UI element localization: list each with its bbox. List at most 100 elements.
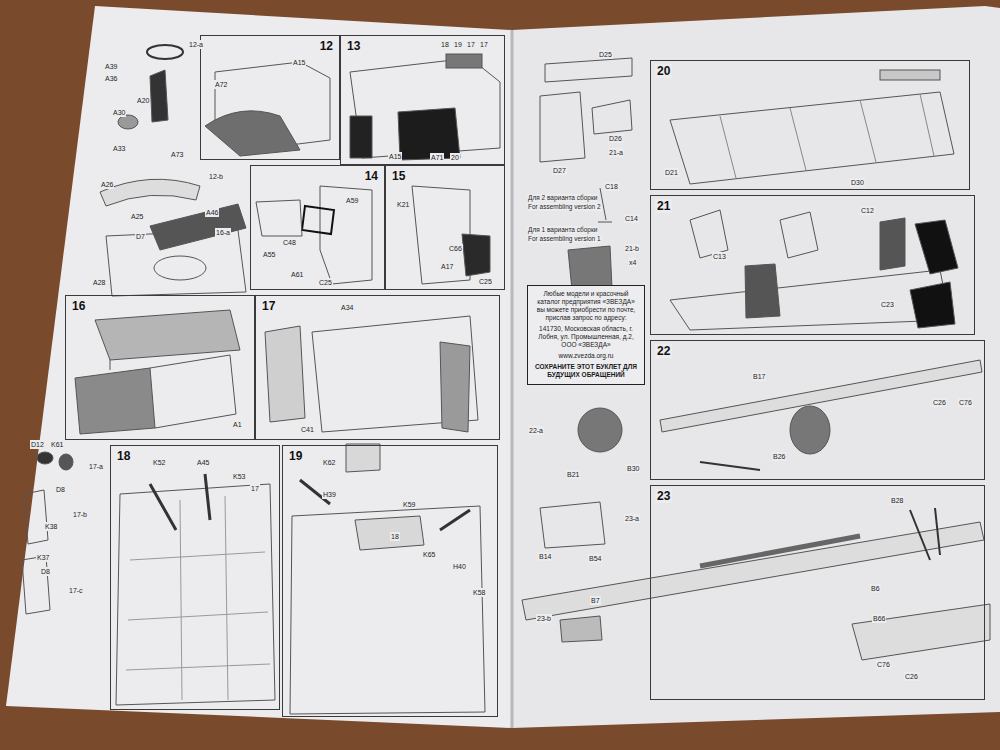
step-number: 12 (318, 39, 335, 53)
part-label: C76 (876, 660, 891, 669)
spine (511, 30, 514, 728)
part-label: K62 (322, 458, 336, 467)
info-text: СОХРАНИТЕ ЭТОТ БУКЛЕТ ДЛЯ БУДУЩИХ ОБРАЩЕ… (533, 363, 639, 379)
part-label: 17 (250, 484, 260, 493)
part-label: K59 (402, 500, 416, 509)
part-label: B14 (538, 552, 552, 561)
part-label: C12 (860, 206, 875, 215)
step-panel: 17 (255, 295, 500, 440)
step-panel: 12 (200, 35, 340, 160)
part-label: A34 (340, 303, 354, 312)
part-label: B7 (590, 596, 601, 605)
part-label: 23-b (536, 614, 552, 623)
step-number: 19 (287, 449, 304, 463)
left-page (6, 6, 512, 728)
info-text: 141730, Московская область, г. Лобня, ул… (533, 325, 639, 349)
step-panel: 23 (650, 485, 985, 700)
step-number: 18 (115, 449, 132, 463)
part-label: D12 (30, 440, 45, 449)
step-panel: 22 (650, 340, 985, 480)
part-label: K37 (36, 553, 50, 562)
part-label: For assembling version 1 (527, 235, 602, 243)
part-label: A73 (170, 150, 184, 159)
part-label: C14 (624, 214, 639, 223)
part-label: 17 (466, 40, 476, 49)
part-label: A15 (292, 58, 306, 67)
step-panel: 21 (650, 195, 975, 335)
step-panel: 19 (282, 445, 498, 717)
part-label: Для 2 варианта сборки (527, 194, 598, 202)
part-label: K52 (152, 458, 166, 467)
info-text: www.zvezda.org.ru (533, 352, 639, 360)
part-label: K61 (50, 440, 64, 449)
step-number: 17 (260, 299, 277, 313)
part-label: 23-a (624, 514, 640, 523)
part-label: A33 (112, 144, 126, 153)
step-number: 15 (390, 169, 407, 183)
step-panel: 13 (340, 35, 505, 165)
step-number: 13 (345, 39, 362, 53)
step-number: 21 (655, 199, 672, 213)
part-label: D21 (664, 168, 679, 177)
part-label: C25 (478, 277, 493, 286)
step-panel: 16 (65, 295, 255, 440)
part-label: A59 (345, 196, 359, 205)
step-number: 14 (363, 169, 380, 183)
part-label: D8 (55, 485, 66, 494)
step-number: 22 (655, 344, 672, 358)
step-panel: 15 (385, 165, 505, 290)
part-label: 21-b (624, 244, 640, 253)
part-label: C41 (300, 425, 315, 434)
part-label: 17-a (88, 462, 104, 471)
part-label: K58 (472, 588, 486, 597)
part-label: 20 (450, 153, 460, 162)
part-label: C23 (880, 300, 895, 309)
part-label: 19 (453, 40, 463, 49)
part-label: A30 (112, 108, 126, 117)
part-label: A17 (440, 262, 454, 271)
part-label: A1 (232, 420, 243, 429)
part-label: 18 (440, 40, 450, 49)
part-drawings (22, 45, 990, 714)
step-panel: 20 (650, 60, 970, 190)
part-label: A28 (92, 278, 106, 287)
part-label: x4 (628, 258, 637, 267)
part-label: 12-a (188, 40, 204, 49)
part-label: K65 (422, 550, 436, 559)
part-label: B26 (772, 452, 786, 461)
part-label: D8 (40, 567, 51, 576)
part-label: A45 (196, 458, 210, 467)
part-label: C66 (448, 244, 463, 253)
part-label: A20 (136, 96, 150, 105)
part-label: 18 (390, 532, 400, 541)
part-label: A55 (262, 250, 276, 259)
part-label: 21-a (608, 148, 624, 157)
part-label: C18 (604, 182, 619, 191)
part-label: K21 (396, 200, 410, 209)
part-label: H39 (322, 490, 337, 499)
part-label: 17-c (68, 586, 84, 595)
part-label: D7 (135, 232, 146, 241)
part-label: K53 (232, 472, 246, 481)
step-number: 16 (70, 299, 87, 313)
part-label: B6 (870, 584, 881, 593)
part-label: B66 (872, 614, 886, 623)
part-label: 22-a (528, 426, 544, 435)
part-label: D30 (850, 178, 865, 187)
part-label: A15 (388, 152, 402, 161)
part-label: D27 (552, 166, 567, 175)
part-label: K38 (44, 522, 58, 531)
step-number: 23 (655, 489, 672, 503)
part-label: A46 (205, 208, 219, 217)
part-label: 12-b (208, 172, 224, 181)
part-label: A39 (104, 62, 118, 71)
part-label: A25 (130, 212, 144, 221)
part-label: C26 (904, 672, 919, 681)
part-label: B17 (752, 372, 766, 381)
part-label: B54 (588, 554, 602, 563)
info-box: Любые модели и красочный каталог предпри… (527, 285, 645, 385)
part-label: C48 (282, 238, 297, 247)
